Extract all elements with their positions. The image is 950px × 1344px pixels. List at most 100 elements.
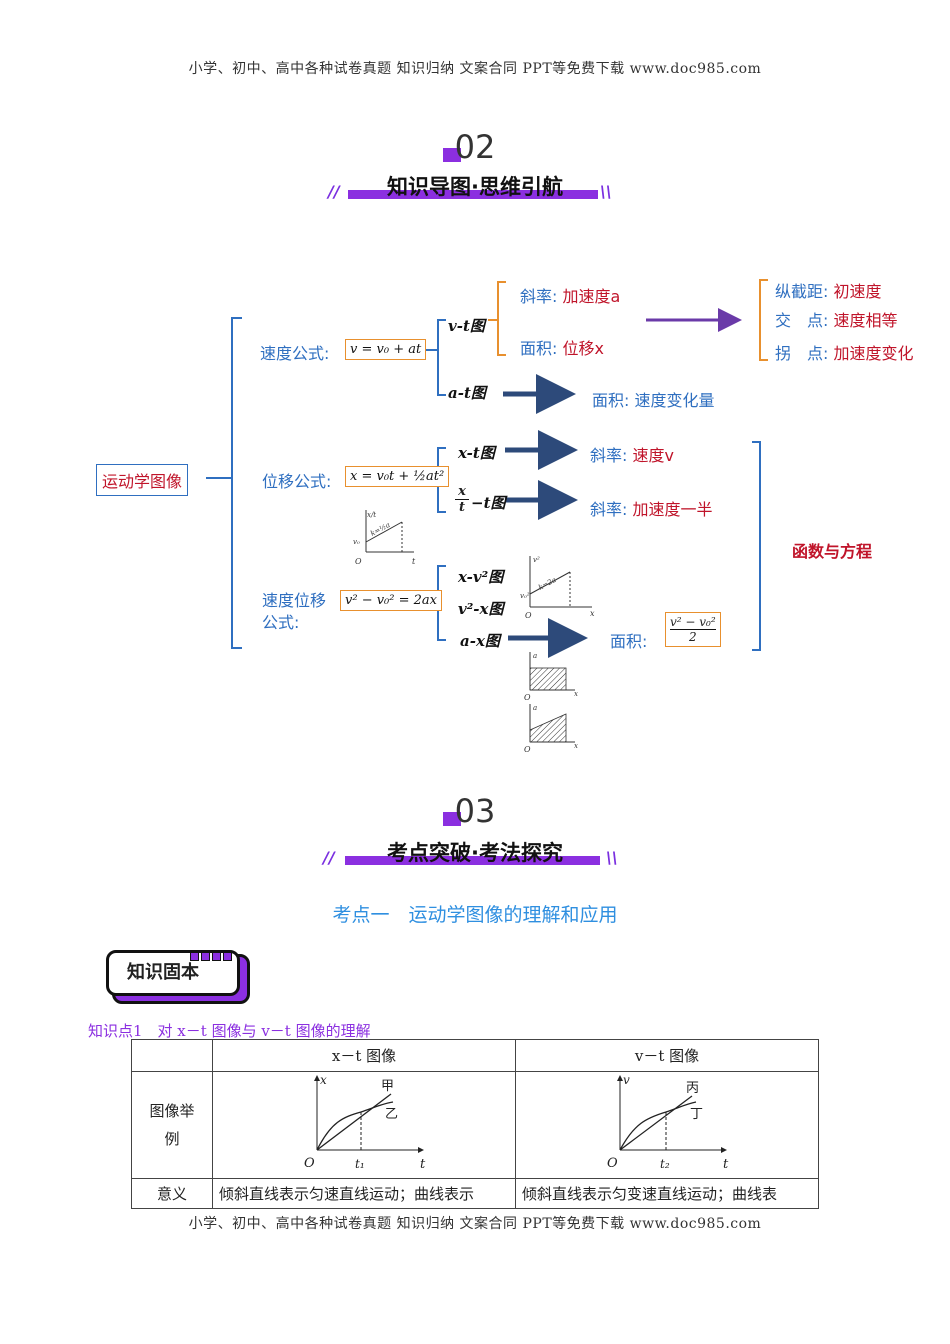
- vt-slope-value: 加速度a: [562, 287, 621, 306]
- xtt-graph-label: −t图: [471, 494, 506, 512]
- function-equation-label: 函数与方程: [792, 542, 873, 561]
- svg-text:甲: 甲: [381, 1079, 394, 1094]
- svg-text:x: x: [590, 609, 595, 618]
- svg-text:x: x: [574, 742, 578, 750]
- mini-graph-ax-constant: [529, 652, 575, 691]
- section-number-accent: [443, 148, 461, 162]
- section-title: 知识导图·思维引航: [387, 175, 563, 199]
- xtt-slope-label: 斜率:: [590, 500, 628, 519]
- svg-text:O: O: [304, 1156, 315, 1171]
- knowledge-badge: 知识固本: [106, 950, 240, 996]
- svg-text:t: t: [723, 1157, 729, 1172]
- svg-text:O: O: [524, 745, 531, 754]
- comparison-table: x－t 图像 v－t 图像 图像举例 O t x t₁ 甲 乙: [131, 1039, 819, 1209]
- svg-text:t₁: t₁: [355, 1157, 365, 1171]
- table-row-meaning-label: 意义: [131, 1178, 213, 1209]
- vt-orange-bracket: [497, 281, 506, 356]
- svg-text:a: a: [533, 652, 537, 660]
- svg-text:a: a: [533, 704, 537, 712]
- vt-area-label: 面积:: [520, 339, 558, 358]
- inflection-label: 拐 点:: [775, 344, 829, 363]
- svg-text:O: O: [355, 557, 362, 566]
- xt-slope-value: 速度v: [632, 446, 674, 465]
- svg-text:v: v: [623, 1073, 630, 1087]
- velocity-formula: v = v₀ + at: [345, 339, 427, 360]
- vd-formula-label-line1: 速度位移: [262, 591, 327, 610]
- vt-example-graph: O t v t₂ 丙 丁: [607, 1073, 729, 1172]
- section3-number-accent: [443, 812, 461, 826]
- main-bracket: [231, 317, 242, 649]
- table-row-example-label: 图像举例: [131, 1071, 213, 1179]
- svg-text:v₀²: v₀²: [520, 592, 530, 600]
- svg-text:k=½a: k=½a: [369, 521, 391, 538]
- ax-area-label: 面积:: [610, 632, 648, 651]
- ax-area-denominator: 2: [670, 629, 716, 644]
- vt-area-value: 位移x: [562, 339, 604, 358]
- xt-slope-label: 斜率:: [590, 446, 628, 465]
- right-slash-decoration: \\: [600, 182, 612, 201]
- title-underline: [348, 190, 598, 199]
- intercept-label: 纵截距:: [775, 282, 829, 301]
- svg-text:O: O: [525, 611, 532, 620]
- table-header-vt: v－t 图像: [515, 1039, 819, 1072]
- svg-text:O: O: [524, 693, 531, 702]
- vt-graph-label: v-t图: [448, 317, 485, 335]
- section3-left-slash: //: [323, 848, 335, 867]
- ax-area-formula: v² − v₀² 2: [665, 612, 721, 647]
- xtt-slope-value: 加速度一半: [632, 500, 713, 519]
- xt-example-graph-cell: O t x t₁ 甲 乙: [212, 1071, 516, 1179]
- xt-graph-label: x-t图: [458, 444, 495, 462]
- vd-formula: v² − v₀² = 2ax: [340, 590, 442, 611]
- xt-meaning: 倾斜直线表示匀速直线运动；曲线表示: [212, 1178, 516, 1209]
- svg-text:x/t: x/t: [367, 511, 376, 519]
- left-slash-decoration: //: [328, 182, 340, 201]
- svg-text:t₂: t₂: [660, 1157, 670, 1171]
- svg-text:t: t: [420, 1157, 426, 1172]
- mindmap-root: 运动学图像: [96, 464, 189, 496]
- mini-graph-ax-linear: [529, 704, 575, 743]
- section3-title: 考点突破·考法探究: [387, 841, 563, 865]
- page-header: 小学、初中、高中各种试卷真题 知识归纳 文案合同 PPT等免费下载 www.do…: [188, 61, 762, 77]
- ax-graph-label: a-x图: [460, 632, 500, 650]
- svg-text:丁: 丁: [690, 1107, 703, 1122]
- mini-graph-xtt: [365, 510, 414, 553]
- function-bracket: [752, 441, 761, 651]
- xv2-graph-label: x-v²图: [458, 568, 504, 586]
- topic1-title: 考点一 运动学图像的理解和应用: [332, 904, 618, 926]
- v2x-graph-label: v²-x图: [458, 600, 504, 618]
- svg-text:x: x: [320, 1073, 327, 1087]
- intersection-label: 交 点:: [775, 311, 829, 330]
- inflection-value: 加速度变化: [833, 344, 914, 363]
- xt-example-graph: O t x t₁ 甲 乙: [304, 1073, 426, 1172]
- vt-slope-label: 斜率:: [520, 287, 558, 306]
- badge-dots: [190, 946, 234, 961]
- svg-text:丙: 丙: [686, 1081, 699, 1096]
- ax-area-numerator: v² − v₀²: [670, 615, 716, 629]
- displacement-formula: x = v₀t + ½at²: [345, 466, 450, 487]
- table-header-xt: x－t 图像: [212, 1039, 516, 1072]
- svg-text:乙: 乙: [385, 1107, 398, 1122]
- at-area-text: 面积: 速度变化量: [592, 391, 715, 410]
- svg-text:v²: v²: [533, 556, 540, 564]
- section3-number: 03: [454, 792, 496, 830]
- velocity-formula-label: 速度公式:: [260, 344, 330, 363]
- svg-text:x: x: [574, 690, 578, 698]
- vt-example-graph-cell: O t v t₂ 丙 丁: [515, 1071, 819, 1179]
- knowledge-point1-title: 知识点1 对 x－t 图像与 v－t 图像的理解: [88, 1022, 371, 1040]
- svg-text:t: t: [412, 557, 416, 566]
- page-footer: 小学、初中、高中各种试卷真题 知识归纳 文案合同 PPT等免费下载 www.do…: [188, 1216, 762, 1232]
- intersection-value: 速度相等: [833, 311, 898, 330]
- section-number: 02: [454, 128, 496, 166]
- table-corner-cell: [131, 1039, 213, 1072]
- at-graph-label: a-t图: [448, 384, 486, 402]
- vd-formula-label-line2: 公式:: [262, 613, 300, 632]
- section3-title-underline: [345, 856, 600, 865]
- svg-text:O: O: [607, 1156, 618, 1171]
- svg-text:v₀: v₀: [353, 538, 360, 546]
- vt-result-bracket: [759, 279, 768, 361]
- section3-right-slash: \\: [606, 848, 618, 867]
- vt-meaning: 倾斜直线表示匀变速直线运动；曲线表: [515, 1178, 819, 1209]
- svg-text:k=2a: k=2a: [537, 576, 557, 592]
- mini-graph-v2x: [529, 556, 592, 608]
